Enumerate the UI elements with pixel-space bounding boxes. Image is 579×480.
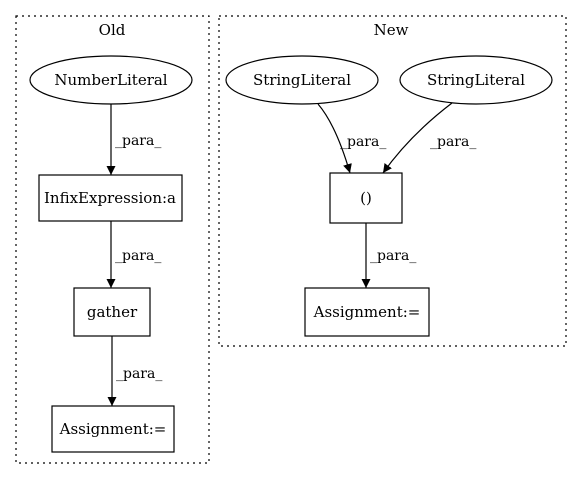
edge-old-gather-to-assignment: _para_	[107, 336, 162, 406]
node-new-string-literal-2: StringLiteral	[399, 55, 553, 105]
svg-text:_para_: _para_	[340, 134, 386, 150]
node-old-gather: gather	[73, 287, 151, 337]
svg-text:StringLiteral: StringLiteral	[253, 71, 351, 89]
svg-text:_para_: _para_	[116, 366, 162, 382]
svg-text:_para_: _para_	[370, 248, 416, 264]
svg-text:_para_: _para_	[115, 133, 161, 149]
svg-text:StringLiteral: StringLiteral	[427, 71, 525, 89]
cluster-old: Old	[15, 15, 210, 464]
edge-new-string2-to-paren: _para_	[382, 102, 476, 174]
svg-text:_para_: _para_	[430, 134, 476, 150]
node-new-assignment: Assignment:=	[304, 287, 430, 337]
svg-text:gather: gather	[87, 303, 138, 321]
edge-old-number-to-infix: _para_	[106, 104, 161, 175]
node-old-assignment: Assignment:=	[51, 405, 175, 453]
edge-new-paren-to-assignment: _para_	[361, 223, 416, 288]
edge-new-string1-to-paren: _para_	[317, 103, 386, 174]
node-new-string-literal-1: StringLiteral	[225, 55, 379, 105]
svg-text:Assignment:=: Assignment:=	[59, 420, 167, 438]
svg-text:(): ()	[360, 189, 372, 207]
svg-text:NumberLiteral: NumberLiteral	[54, 71, 167, 89]
node-old-number-literal: NumberLiteral	[29, 55, 193, 105]
cluster-new-title: New	[374, 21, 409, 39]
svg-text:_para_: _para_	[115, 248, 161, 264]
node-new-paren: ()	[329, 172, 403, 224]
node-old-infix-expression: InfixExpression:a	[38, 174, 183, 222]
svg-text:Assignment:=: Assignment:=	[313, 303, 421, 321]
cluster-new: New	[218, 15, 567, 347]
edge-old-infix-to-gather: _para_	[106, 221, 161, 288]
cluster-old-title: Old	[99, 21, 126, 39]
svg-text:InfixExpression:a: InfixExpression:a	[44, 189, 176, 207]
